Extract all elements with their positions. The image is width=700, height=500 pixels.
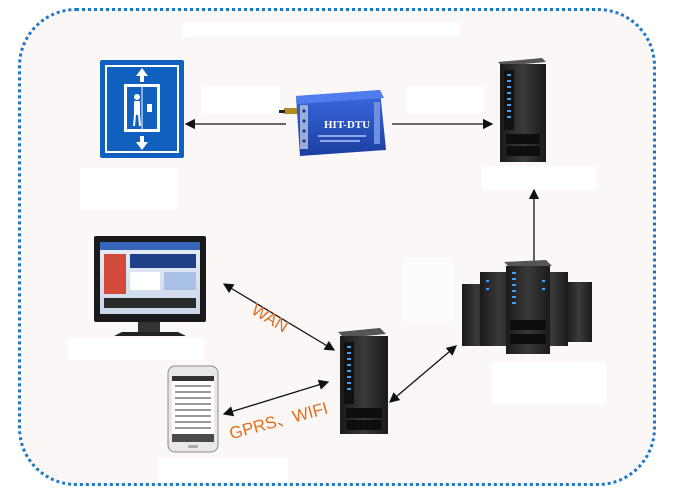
dtu-device-icon: HIT-DTU	[279, 90, 386, 156]
server-cluster-icon	[462, 260, 592, 354]
edge-wan	[222, 283, 336, 351]
server-top-caption-box	[482, 166, 596, 190]
monitor-icon	[94, 236, 206, 336]
elevator-caption-box	[80, 168, 178, 210]
cluster-caption-box	[492, 362, 606, 404]
monitor-caption-box	[68, 338, 204, 360]
dtu-model-label: HIT-DTU	[324, 119, 370, 131]
center-server-caption-box	[402, 258, 454, 322]
rack-server-icon	[498, 58, 546, 162]
top-caption-box	[182, 22, 460, 37]
link-caption-right-box	[406, 86, 484, 114]
center-server-icon	[338, 328, 388, 434]
edge-center-cluster	[389, 345, 457, 403]
smartphone-icon	[167, 365, 219, 453]
edge-gprs-wifi	[222, 379, 330, 417]
elevator-sign-icon	[100, 60, 184, 158]
phone-caption-box	[158, 458, 288, 482]
link-caption-left-box	[202, 86, 280, 114]
